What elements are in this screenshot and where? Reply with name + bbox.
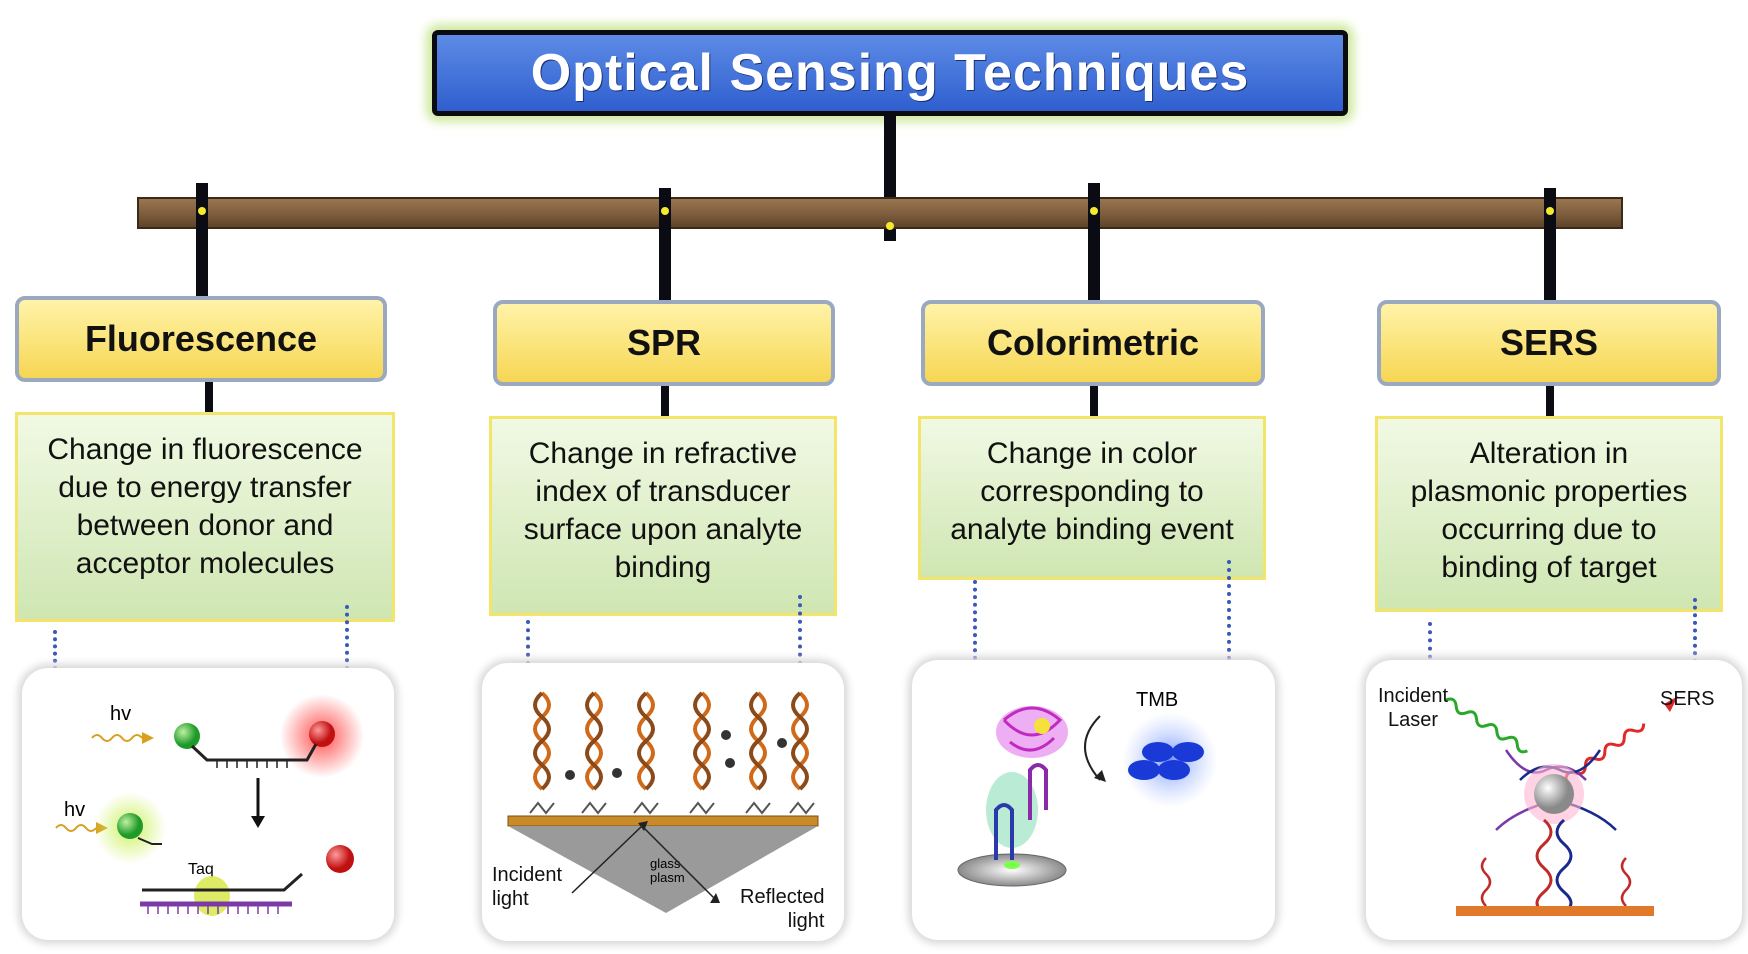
description-fluorescence: Change in fluorescence due to energy tra…: [15, 412, 395, 622]
binding-spot-icon: [1004, 861, 1020, 869]
donor-icon: [174, 723, 200, 749]
dotted-connector: [798, 595, 802, 665]
cleaved-strand-icon: [137, 837, 162, 845]
taq-enzyme-icon: [194, 876, 230, 916]
nanoparticle-icon: [1524, 764, 1584, 824]
acceptor-icon: [326, 845, 354, 873]
linker-icons: [529, 801, 815, 815]
description-text: Alteration in plasmonic properties occur…: [1410, 437, 1688, 584]
colorimetric-illustration: TMB: [957, 689, 1218, 887]
hv-label-bottom: hv: [64, 799, 85, 821]
dotted-connector: [973, 580, 977, 660]
description-spr: Change in refractive index of transducer…: [489, 416, 837, 616]
acceptor-icon: [309, 721, 335, 747]
beam-dot-fluorescence: [198, 207, 206, 215]
panel-sers: Incident Laser SERS: [1366, 660, 1742, 940]
dotted-connector: [1428, 622, 1432, 667]
reflected-ray-head-icon: [710, 893, 720, 903]
oxidized-tmb-icons: [1128, 742, 1204, 780]
category-fluorescence: Fluorescence: [15, 296, 387, 382]
analyte-dot-icons: [565, 730, 787, 780]
description-colorimetric: Change in color corresponding to analyte…: [918, 416, 1266, 580]
incident-light-label: Incident light: [492, 864, 563, 910]
sers-label: SERS: [1660, 688, 1715, 710]
stem-fluorescence: [196, 183, 208, 298]
sers-illustration: [1445, 696, 1678, 916]
description-text: Change in refractive index of transducer…: [523, 437, 803, 584]
dotted-connector: [526, 620, 530, 665]
connector-spr: [661, 386, 669, 416]
dna-helix-icons: [533, 691, 809, 791]
category-colorimetric: Colorimetric: [921, 300, 1265, 386]
capture-probe-icon: [1620, 857, 1632, 907]
reaction-arrow-icon: [1084, 715, 1101, 781]
incident-ray-icon: [571, 825, 643, 894]
hv-label-top: hv: [110, 703, 131, 725]
category-sers: SERS: [1377, 300, 1721, 386]
taq-label: Taq: [188, 861, 214, 878]
dotted-connector: [53, 630, 57, 670]
down-arrow-head-icon: [251, 816, 265, 828]
reaction-arrow-head-icon: [1094, 770, 1106, 782]
tmb-label: TMB: [1136, 689, 1178, 711]
linker-icon: [1028, 763, 1048, 820]
beam-center-dot: [886, 222, 894, 230]
category-label: SPR: [626, 322, 702, 363]
aptamer-icon: [994, 803, 1014, 860]
diagram-title: Optical Sensing Techniques: [530, 44, 1250, 102]
wooden-beam: [137, 197, 1623, 229]
category-label: SERS: [1499, 322, 1599, 363]
beam-dot-sers: [1546, 207, 1554, 215]
dotted-connector: [1227, 560, 1231, 660]
sers-arrow-head-icon: [1664, 696, 1678, 712]
connector-fluorescence: [205, 382, 213, 412]
reflected-ray-icon: [641, 825, 715, 899]
stem-sers: [1544, 188, 1556, 300]
panel-fluorescence: hv hv Taq: [22, 668, 394, 940]
dna-helix-icon: [1535, 818, 1553, 914]
stem-spr: [659, 188, 671, 300]
wavy-arrow-icon: [55, 824, 97, 832]
probe-ticks-icon: [216, 760, 288, 768]
title-box: Optical Sensing Techniques: [432, 30, 1348, 116]
stem-colorimetric: [1088, 183, 1100, 300]
fluorescence-illustration: hv hv Taq: [55, 694, 364, 916]
incident-laser-wave-icon: [1445, 697, 1528, 754]
dotted-connector: [1693, 598, 1697, 663]
category-label: Colorimetric: [986, 322, 1200, 363]
panel-colorimetric: TMB: [912, 660, 1275, 940]
template-ticks-icon: [147, 906, 279, 914]
reflected-light-label: Reflected light: [740, 886, 825, 932]
description-text: Change in color corresponding to analyte…: [950, 437, 1234, 546]
beam-dot-spr: [661, 207, 669, 215]
incident-laser-label: Incident Laser: [1378, 685, 1449, 731]
description-text: Change in fluorescence due to energy tra…: [47, 433, 363, 580]
connector-colorimetric: [1090, 386, 1098, 416]
prism-icon: [508, 826, 818, 913]
connector-sers: [1546, 386, 1554, 416]
donor-icon: [117, 813, 143, 839]
blue-product-glow-icon: [1122, 712, 1218, 808]
capture-probe-icon: [1480, 857, 1492, 907]
beam-dot-colorimetric: [1090, 207, 1098, 215]
gold-film-icon: [507, 815, 819, 827]
target-strand-icon: [142, 872, 303, 892]
wavy-arrow-icon: [91, 732, 154, 744]
dotted-connector: [345, 605, 349, 670]
substrate-icon: [1456, 906, 1654, 916]
category-spr: SPR: [493, 300, 835, 386]
enzyme-icon: [996, 706, 1068, 758]
description-sers: Alteration in plasmonic properties occur…: [1375, 416, 1723, 612]
category-label: Fluorescence: [84, 318, 318, 359]
dna-helix-icon: [1555, 818, 1573, 914]
